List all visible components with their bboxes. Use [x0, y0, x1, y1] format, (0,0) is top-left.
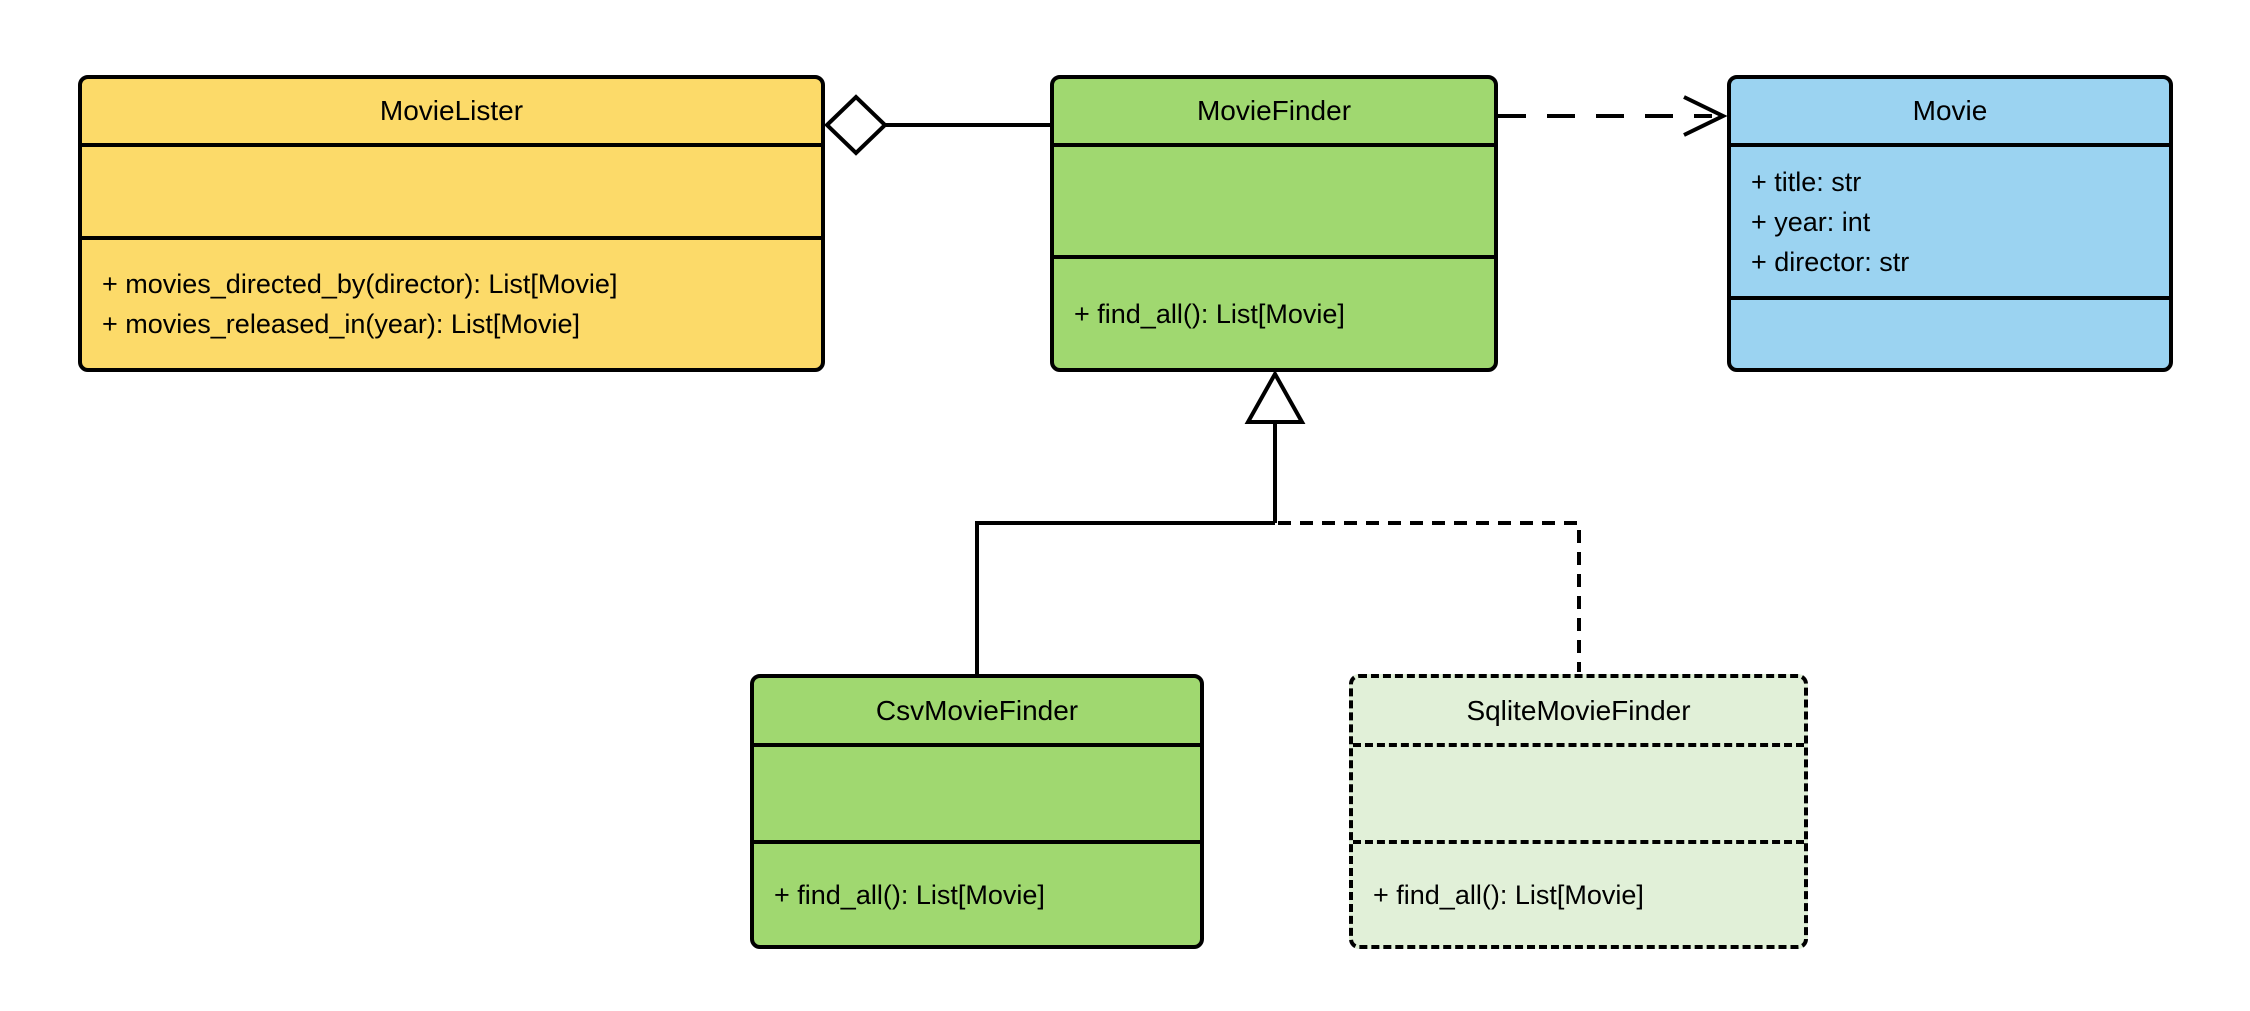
generalization-connector-csvmoviefinder-moviefinder[interactable] [975, 369, 1306, 674]
method-find-all: + find_all(): List[Movie] [1373, 879, 1644, 910]
generalization-connector-sqlitemoviefinder-moviefinder[interactable] [1278, 521, 1581, 672]
class-attributes-compartment: + title: str + year: int + director: str [1731, 147, 2169, 300]
open-arrowhead-icon [1683, 95, 1728, 137]
class-movie[interactable]: Movie + title: str + year: int + directo… [1727, 75, 2173, 372]
class-methods-compartment: + movies_directed_by(director): List[Mov… [82, 240, 821, 368]
class-title: SqliteMovieFinder [1353, 678, 1804, 747]
class-csvmoviefinder[interactable]: CsvMovieFinder + find_all(): List[Movie] [750, 674, 1204, 949]
class-title: MovieFinder [1054, 79, 1494, 147]
class-title: Movie [1731, 79, 2169, 147]
class-methods-compartment: + find_all(): List[Movie] [754, 844, 1200, 945]
method-find-all: + find_all(): List[Movie] [1074, 298, 1345, 329]
aggregation-diamond-icon [824, 94, 888, 156]
class-methods-compartment: + find_all(): List[Movie] [1054, 259, 1494, 368]
method-find-all: + find_all(): List[Movie] [774, 879, 1045, 910]
class-attributes-compartment [1353, 747, 1804, 844]
class-attributes-compartment [82, 147, 821, 240]
aggregation-connector-movielister-moviefinder[interactable] [824, 94, 1050, 156]
dependency-connector-moviefinder-movie[interactable] [1498, 95, 1728, 137]
class-attributes-compartment [1054, 147, 1494, 259]
method-movies-directed-by: + movies_directed_by(director): List[Mov… [102, 269, 618, 299]
attribute-title: + title: str [1751, 166, 1862, 197]
class-moviefinder[interactable]: MovieFinder + find_all(): List[Movie] [1050, 75, 1498, 372]
hollow-triangle-icon [1244, 369, 1306, 424]
attribute-director: + director: str [1751, 246, 1910, 277]
class-sqlitemoviefinder[interactable]: SqliteMovieFinder + find_all(): List[Mov… [1349, 674, 1808, 949]
attribute-year: + year: int [1751, 206, 1871, 237]
class-movielister[interactable]: MovieLister + movies_directed_by(directo… [78, 75, 825, 372]
method-movies-released-in: + movies_released_in(year): List[Movie] [102, 309, 580, 339]
class-title: MovieLister [82, 79, 821, 147]
class-attributes-compartment [754, 747, 1200, 844]
class-title: CsvMovieFinder [754, 678, 1200, 747]
class-methods-compartment: + find_all(): List[Movie] [1353, 844, 1804, 945]
class-methods-compartment [1731, 300, 2169, 368]
